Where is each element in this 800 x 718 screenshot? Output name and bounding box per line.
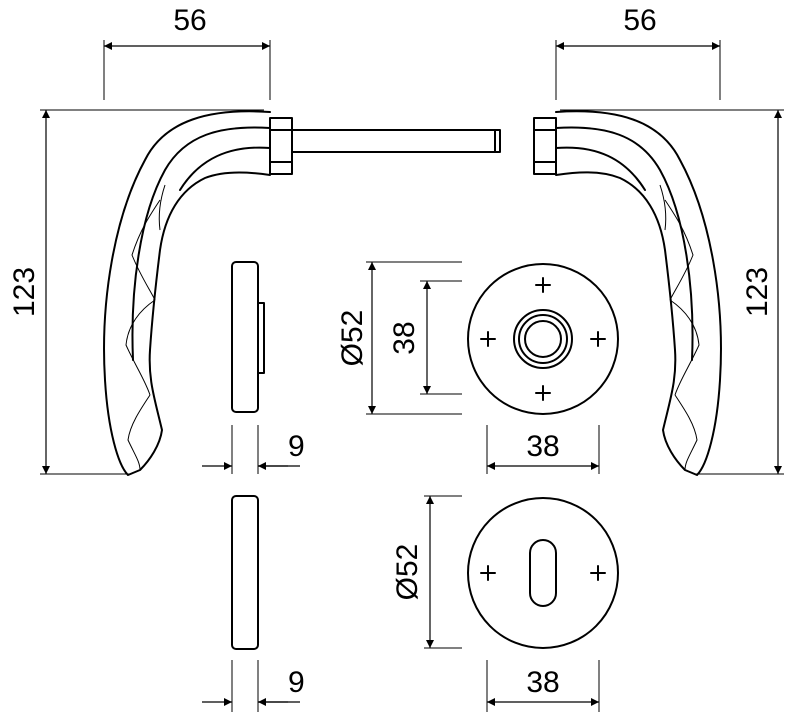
- label-rose-width: 38: [526, 430, 559, 463]
- dimension-handle-width-left: 56: [103, 4, 271, 100]
- rose-front-view: [467, 263, 619, 415]
- dimension-handle-width-right: 56: [555, 4, 721, 100]
- label-rose-thickness: 9: [288, 430, 305, 463]
- right-lever-handle: [533, 110, 722, 476]
- label-escutcheon-width: 38: [526, 666, 559, 699]
- rose-side-view: [231, 261, 265, 413]
- left-lever-handle: [103, 110, 501, 476]
- dimension-escutcheon-width: 38: [486, 660, 600, 712]
- label-handle-height-left: 123: [8, 267, 41, 317]
- label-escutcheon-thickness: 9: [288, 666, 305, 699]
- dimension-rose-inner: 38: [388, 280, 462, 395]
- label-rose-diameter: Ø52: [336, 310, 369, 367]
- dimension-escutcheon-thickness: 9: [202, 660, 305, 712]
- dimension-handle-height-right: 123: [560, 109, 784, 475]
- screw-marks: [480, 277, 606, 401]
- dimension-rose-diameter: Ø52: [336, 261, 462, 415]
- label-rose-inner: 38: [388, 321, 421, 354]
- dimension-escutcheon-diameter: Ø52: [391, 495, 462, 649]
- dimension-rose-width: 38: [486, 425, 600, 474]
- escutcheon-side-view: [231, 495, 259, 650]
- label-handle-height-right: 123: [741, 267, 774, 317]
- label-handle-width-right: 56: [623, 4, 656, 37]
- dimension-rose-thickness: 9: [202, 425, 305, 474]
- label-handle-width-left: 56: [173, 4, 206, 37]
- dimension-handle-height-left: 123: [8, 109, 264, 475]
- escutcheon-front-view: [467, 497, 619, 649]
- label-escutcheon-diameter: Ø52: [391, 544, 424, 601]
